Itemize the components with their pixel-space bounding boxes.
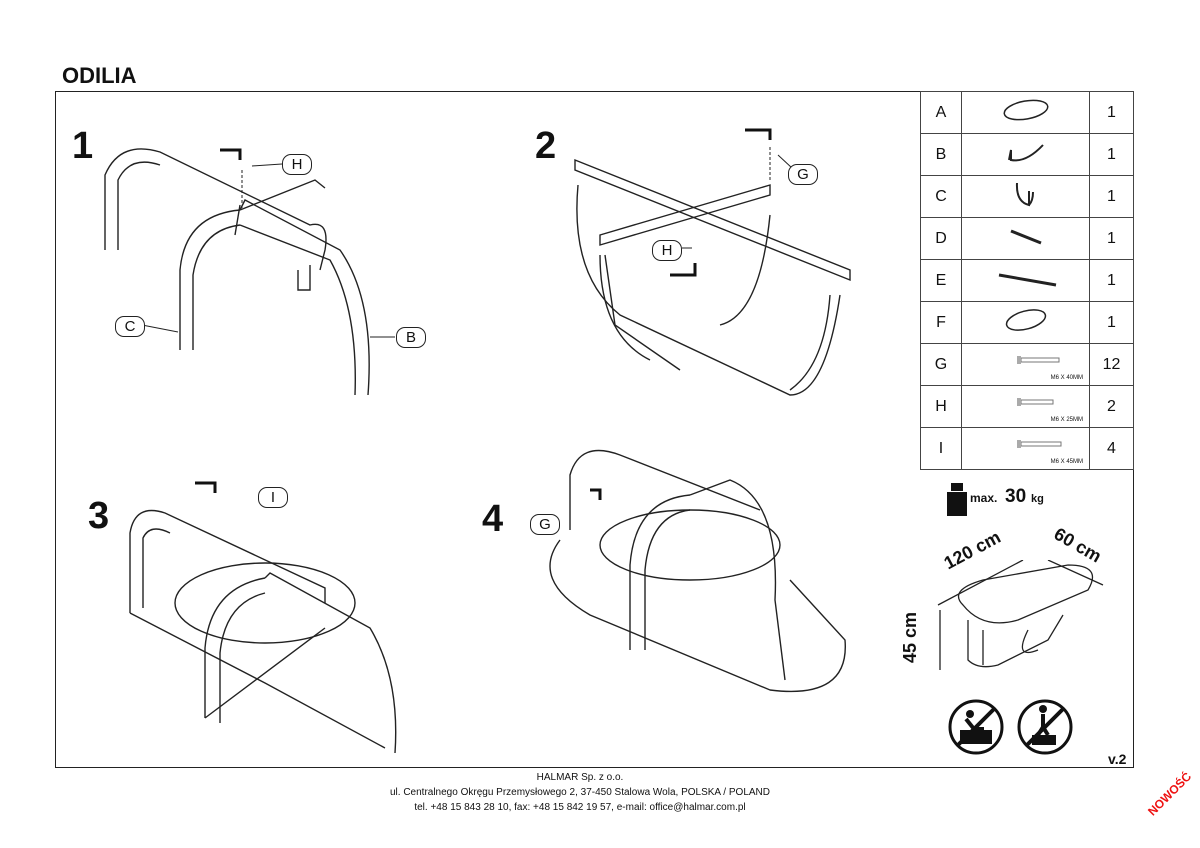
weight-icon xyxy=(947,483,967,516)
part-letter: H xyxy=(920,385,962,428)
parts-row: F 1 xyxy=(920,301,1134,344)
footer-contact: tel. +48 15 843 28 10, fax: +48 15 842 1… xyxy=(414,802,746,813)
part-callout-i: I xyxy=(258,487,288,508)
part-qty: 1 xyxy=(1089,259,1134,302)
step2-drawing xyxy=(574,128,851,396)
parts-row: E 1 xyxy=(920,259,1134,302)
parts-row: D 1 xyxy=(920,217,1134,260)
max-load-value: 30 xyxy=(1005,486,1027,507)
oval-tabletop-icon xyxy=(961,91,1090,134)
max-load: max. 30 kg xyxy=(945,483,1044,522)
part-callout-h: H xyxy=(652,240,682,261)
screw-spec: M6 X 25MM xyxy=(1050,417,1083,423)
part-callout-b: B xyxy=(396,327,426,348)
step3-drawing xyxy=(129,481,397,754)
part-qty: 1 xyxy=(1089,175,1134,218)
parts-row: A 1 xyxy=(920,91,1134,134)
parts-row: G M6 X 40MM 12 xyxy=(920,343,1134,386)
step-number-3: 3 xyxy=(88,495,110,537)
page-title: ODILIA xyxy=(62,63,137,88)
part-letter: G xyxy=(920,343,962,386)
step1-drawing xyxy=(104,148,395,396)
part-letter: B xyxy=(920,133,962,176)
step-number-2: 2 xyxy=(535,125,557,167)
part-callout-c: C xyxy=(115,316,145,337)
part-letter: C xyxy=(920,175,962,218)
part-qty: 1 xyxy=(1089,133,1134,176)
screw-spec: M6 X 45MM xyxy=(1050,459,1083,465)
part-letter: I xyxy=(920,427,962,470)
no-standing-icon xyxy=(1017,699,1073,755)
no-sitting-icon xyxy=(948,699,1004,755)
step-number-1: 1 xyxy=(72,125,94,167)
step-number-4: 4 xyxy=(482,498,504,540)
table-dimension-drawing xyxy=(937,560,1104,670)
footer-address: ul. Centralnego Okręgu Przemysłowego 2, … xyxy=(389,787,770,798)
parts-row: H M6 X 25MM 2 xyxy=(920,385,1134,428)
parts-row: C 1 xyxy=(920,175,1134,218)
long-beam-icon xyxy=(961,259,1090,302)
part-callout-g: G xyxy=(530,514,560,535)
step4-drawing xyxy=(549,449,846,693)
short-beam-icon xyxy=(961,217,1090,260)
max-load-unit: kg xyxy=(1031,493,1044,505)
instruction-frame xyxy=(55,91,1134,768)
part-qty: 12 xyxy=(1089,343,1134,386)
screw-icon: M6 X 25MM xyxy=(961,385,1090,428)
max-load-label: max. xyxy=(970,491,998,505)
part-qty: 2 xyxy=(1089,385,1134,428)
part-callout-g: G xyxy=(788,164,818,185)
part-callout-h: H xyxy=(282,154,312,175)
parts-row: B 1 xyxy=(920,133,1134,176)
part-letter: D xyxy=(920,217,962,260)
dimension-height: 45 cm xyxy=(900,611,921,664)
part-letter: F xyxy=(920,301,962,344)
version-label: v.2 xyxy=(1108,751,1127,767)
parts-row: I M6 X 45MM 4 xyxy=(920,427,1134,470)
part-qty: 1 xyxy=(1089,217,1134,260)
warning-icons xyxy=(948,699,1073,755)
part-qty: 1 xyxy=(1089,91,1134,134)
part-letter: E xyxy=(920,259,962,302)
screw-icon: M6 X 40MM xyxy=(961,343,1090,386)
large-leg-icon xyxy=(961,133,1090,176)
oval-shelf-icon xyxy=(961,301,1090,344)
part-letter: A xyxy=(920,91,962,134)
small-leg-icon xyxy=(961,175,1090,218)
footer-company: HALMAR Sp. z o.o. xyxy=(536,772,624,783)
parts-table: A 1 B 1 C 1 D 1 E 1 F 1 xyxy=(920,91,1134,470)
part-qty: 1 xyxy=(1089,301,1134,344)
part-qty: 4 xyxy=(1089,427,1134,470)
screw-spec: M6 X 40MM xyxy=(1050,375,1083,381)
screw-icon: M6 X 45MM xyxy=(961,427,1090,470)
